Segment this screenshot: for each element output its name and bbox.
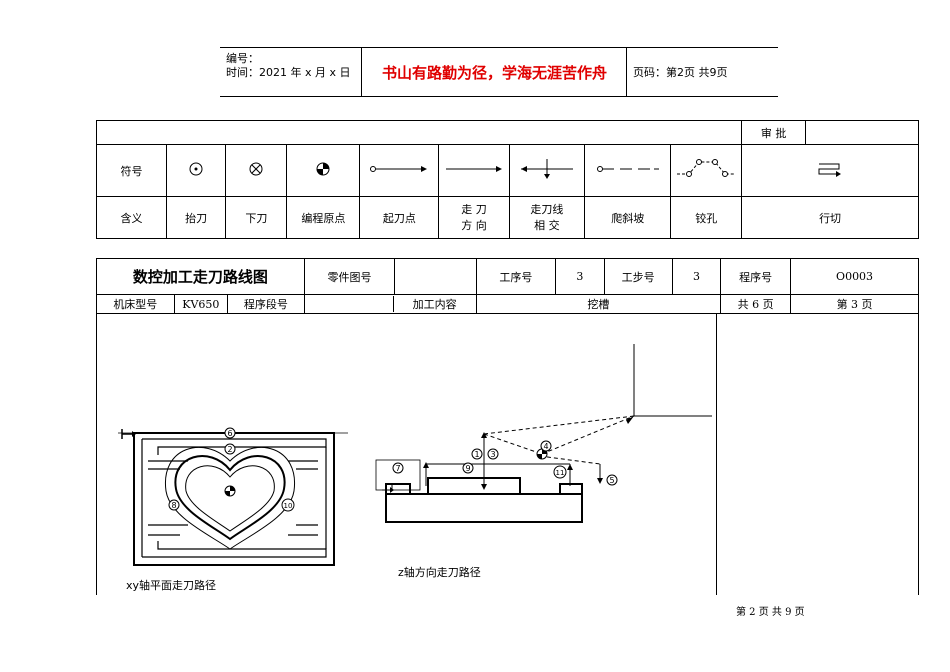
- symbol-row-label: 符号: [96, 144, 167, 197]
- step-no-label: 工步号: [603, 258, 673, 295]
- meaning-cell: 走刀线 相 交: [508, 196, 586, 239]
- line-cut-icon: [818, 163, 842, 177]
- direction-arrow-icon: [445, 166, 502, 172]
- z-marker-11-label: 11: [556, 469, 565, 477]
- xy-marker-2: [224, 443, 236, 455]
- z-marker-4: [540, 440, 552, 452]
- xy-marker-8-label: 8: [171, 501, 176, 510]
- legend-table: 审 批 符号 含义 抬刀: [95, 120, 919, 239]
- z-marker-7: [392, 462, 404, 474]
- process-no-label: 工序号: [475, 258, 557, 295]
- z-axis-drawing: 1 3 4 5 7 9 11: [375, 344, 712, 523]
- program-no-value: O0003: [790, 258, 919, 295]
- meaning-cell: 抬刀: [165, 196, 227, 239]
- footer-page: 第 2 页 共 9 页: [736, 607, 805, 618]
- content-label: 加工内容: [392, 296, 476, 312]
- xy-marker-6-label: 6: [227, 429, 232, 438]
- symbol-cell: [584, 144, 672, 197]
- meaning-row-label: 含义: [96, 196, 167, 239]
- z-marker-11: [553, 465, 567, 479]
- z-marker-5: [606, 474, 618, 486]
- z-marker-4-label: 4: [543, 442, 548, 451]
- drawing-divider: [716, 313, 717, 595]
- content-value: 挖槽: [475, 294, 722, 314]
- segment-value: 加工内容: [303, 294, 477, 314]
- header-page-info: 页码：第2页 共9页: [633, 66, 728, 79]
- machine-value: KV650: [173, 294, 229, 314]
- process-no-value: 3: [555, 258, 605, 295]
- z-marker-5-label: 5: [609, 476, 614, 485]
- review-label: 审 批: [741, 120, 807, 145]
- step-no-value: 3: [671, 258, 722, 295]
- part-drawing-label: 零件图号: [303, 258, 396, 295]
- xy-marker-10-label: 10: [284, 502, 293, 510]
- start-point-icon: [370, 166, 428, 172]
- symbol-cell: [508, 144, 586, 197]
- meaning-cell: 下刀: [225, 196, 288, 239]
- header-motto: 书山有路勤为径，学海无涯苦作舟: [363, 48, 627, 96]
- number-label: 编号：: [226, 52, 259, 65]
- tool-down-icon: [249, 162, 263, 176]
- document-header: 编号： 时间：2021 年 x 月 x 日 书山有路勤为径，学海无涯苦作舟 页码…: [220, 47, 778, 97]
- xy-marker-2-label: 2: [227, 445, 232, 454]
- header-meta: 编号： 时间：2021 年 x 月 x 日: [220, 48, 362, 96]
- intersect-icon: [520, 159, 573, 179]
- z-caption: z轴方向走刀路径: [398, 566, 481, 579]
- machine-label: 机床型号: [96, 294, 175, 314]
- time-label: 时间：2021 年 x 月 x 日: [226, 66, 351, 79]
- xy-marker-6: [224, 427, 236, 439]
- z-marker-9: [462, 462, 474, 474]
- xy-marker-10: [281, 498, 295, 512]
- program-origin-icon: [316, 162, 330, 176]
- ream-icon: [677, 159, 736, 177]
- program-no-label: 程序号: [720, 258, 792, 295]
- review-value: [805, 120, 919, 145]
- symbol-cell: [438, 144, 510, 197]
- meaning-cell: 行切: [741, 196, 919, 239]
- symbol-cell: [359, 144, 440, 197]
- segment-value-text: [305, 296, 393, 312]
- total-pages: 共 6 页: [720, 294, 792, 314]
- meaning-cell: 爬斜坡: [584, 196, 672, 239]
- tool-lift-icon: [189, 162, 203, 176]
- meaning-cell: 编程原点: [286, 196, 361, 239]
- symbol-cell: [670, 144, 743, 197]
- meaning-cell: 起刀点: [359, 196, 440, 239]
- z-marker-3: [487, 448, 499, 460]
- z-marker-1: [471, 448, 483, 460]
- drawing-frame: [96, 313, 919, 595]
- z-marker-7-label: 7: [395, 464, 400, 473]
- xy-caption: xy轴平面走刀路径: [126, 579, 217, 592]
- xy-marker-8: [168, 499, 180, 511]
- symbol-cell: [741, 144, 919, 197]
- symbol-cell: [286, 144, 361, 197]
- current-page: 第 3 页: [790, 294, 919, 314]
- z-marker-1-label: 1: [474, 450, 479, 459]
- symbol-cell: [165, 144, 227, 197]
- route-title: 数控加工走刀路线图: [96, 258, 305, 295]
- ramp-icon: [596, 166, 659, 172]
- symbol-cell: [225, 144, 288, 197]
- part-drawing-value: [394, 258, 477, 295]
- segment-label: 程序段号: [227, 294, 305, 314]
- meaning-cell: 铰孔: [670, 196, 743, 239]
- route-table: 数控加工走刀路线图 零件图号 工序号 3 工步号 3 程序号 O0003 机床型…: [96, 258, 919, 314]
- z-marker-3-label: 3: [490, 450, 495, 459]
- xy-plane-drawing: 6 2 8 10: [118, 427, 348, 566]
- z-marker-9-label: 9: [465, 464, 470, 473]
- meaning-cell: 走 刀 方 向: [438, 196, 510, 239]
